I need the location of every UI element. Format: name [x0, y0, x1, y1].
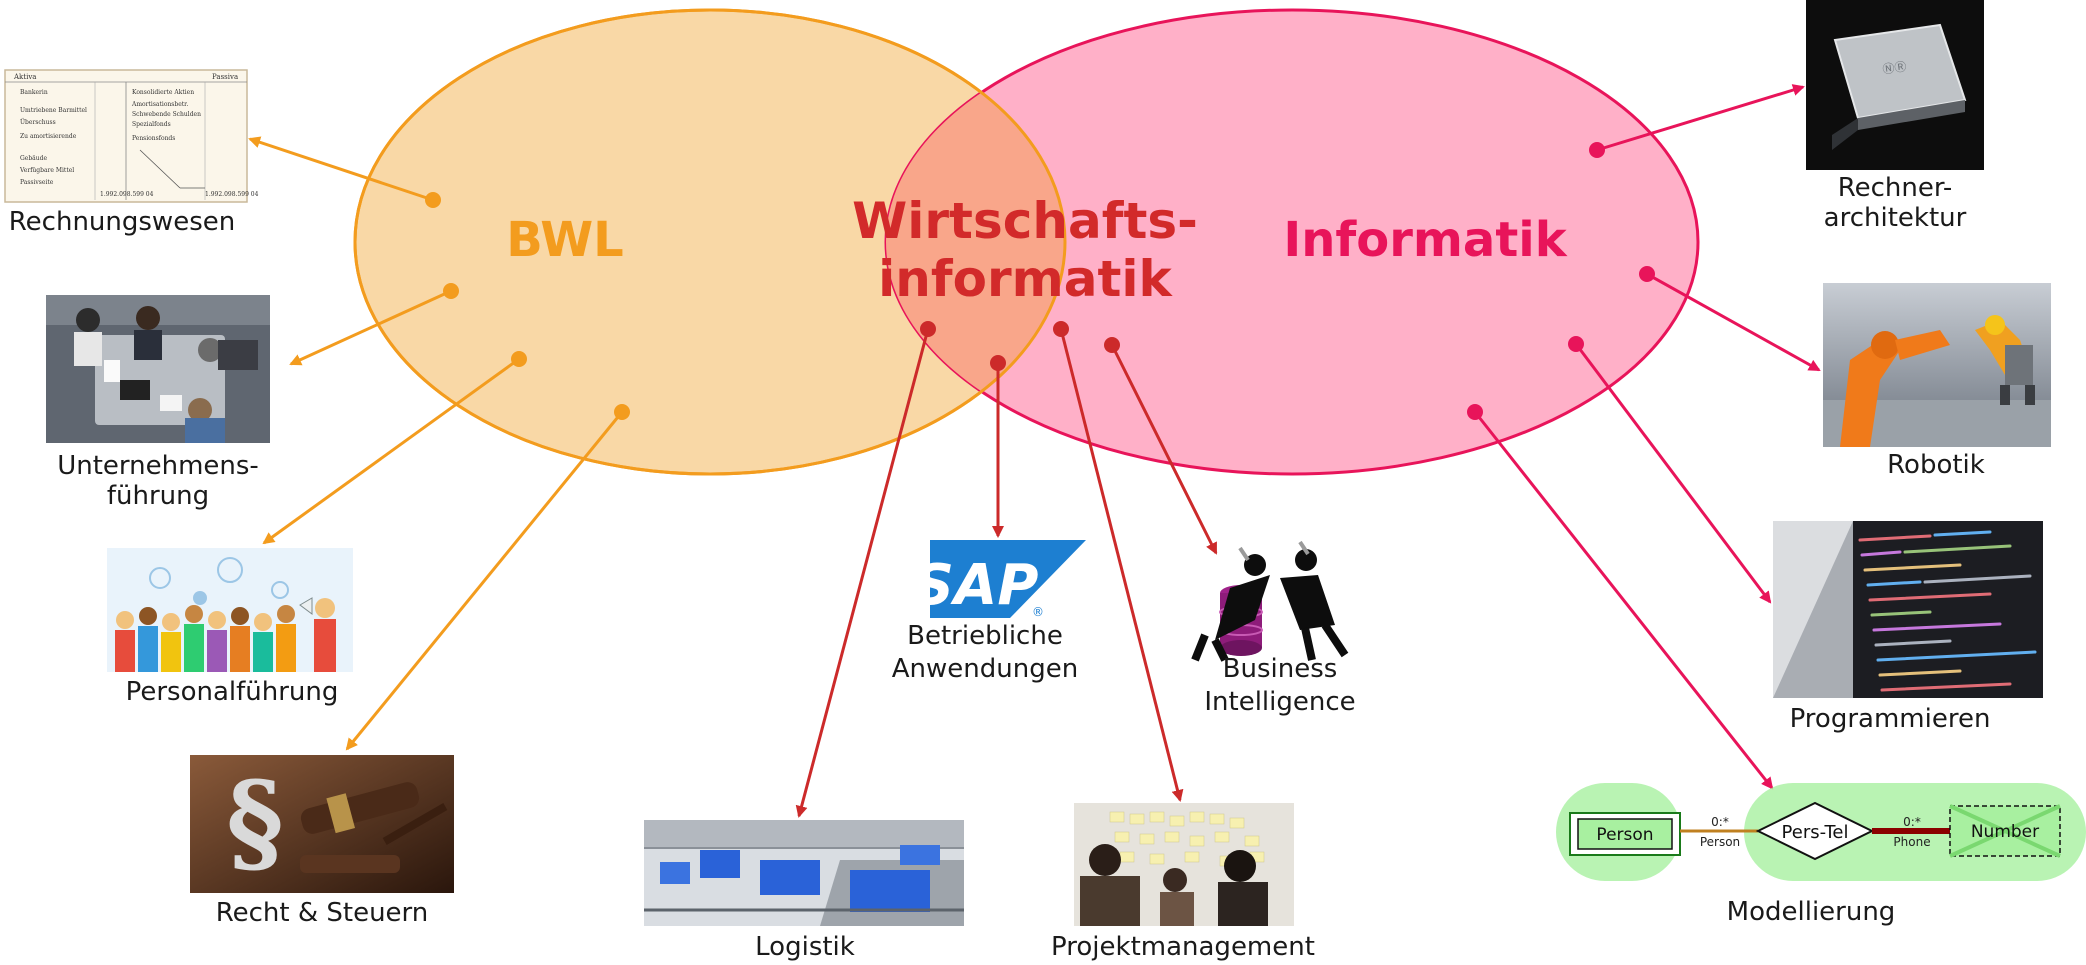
svg-text:1.992.098.599 04: 1.992.098.599 04 [100, 191, 154, 198]
betriebliche-anwendungen-label-2: Anwendungen [892, 654, 1078, 684]
svg-text:Überschuss: Überschuss [20, 119, 56, 126]
sap-logo: SAP ® [914, 540, 1086, 619]
svg-text:Zu amortisierende: Zu amortisierende [20, 133, 77, 140]
svg-text:SAP: SAP [914, 553, 1039, 618]
svg-text:Spezialfonds: Spezialfonds [132, 121, 171, 128]
bwl-title: BWL [506, 212, 624, 268]
svg-text:0:*: 0:* [1711, 815, 1729, 829]
svg-text:Konsolidierte Aktien: Konsolidierte Aktien [132, 89, 194, 96]
wi-title-line1: Wirtschafts- [852, 192, 1198, 250]
svg-text:ⓃⓇ: ⓃⓇ [1882, 59, 1908, 76]
unternehmensfuehrung-label-2: führung [107, 481, 209, 511]
rechnungswesen-label: Rechnungswesen [9, 207, 235, 237]
svg-text:Umtriebene Barmittel: Umtriebene Barmittel [20, 107, 87, 114]
betriebliche-anwendungen-label-1: Betriebliche [907, 621, 1063, 651]
recht-steuern-label: Recht & Steuern [216, 898, 429, 928]
logistik-image [644, 820, 964, 926]
svg-text:Gebäude: Gebäude [20, 155, 47, 162]
business-intelligence-label-2: Intelligence [1204, 687, 1355, 717]
robotik-label: Robotik [1887, 450, 1985, 480]
projektmanagement-label: Projektmanagement [1051, 932, 1315, 962]
wi-arrows [795, 321, 1218, 818]
programmieren-image [1773, 521, 2043, 698]
svg-text:Passivseite: Passivseite [20, 179, 54, 186]
personalfuehrung-image [107, 548, 353, 672]
modellierung-image: Person 0:* Person Pers-Tel 0:* Phone Num… [1556, 783, 2086, 881]
svg-text:Phone: Phone [1893, 835, 1930, 849]
svg-text:Schwebende Schulden: Schwebende Schulden [132, 111, 201, 118]
business-intelligence-label-1: Business [1223, 654, 1338, 684]
svg-text:1.992.098.599 04: 1.992.098.599 04 [205, 191, 259, 198]
er-relationship: Pers-Tel [1782, 822, 1849, 843]
er-person-entity: Person [1596, 825, 1653, 845]
recht-steuern-image: § [190, 755, 454, 893]
svg-text:Pensionsfonds: Pensionsfonds [132, 135, 175, 142]
robotik-image [1823, 283, 2051, 447]
projektmanagement-image [1074, 803, 1294, 926]
er-number-entity: Number [1971, 822, 2039, 842]
svg-text:0:*: 0:* [1903, 815, 1921, 829]
unternehmensfuehrung-label-1: Unternehmens- [57, 451, 259, 481]
modellierung-label: Modellierung [1727, 897, 1896, 927]
rechnerarchitektur-label-2: architektur [1824, 203, 1967, 233]
svg-text:Verfügbare Mittel: Verfügbare Mittel [19, 167, 74, 174]
svg-text:®: ® [1032, 605, 1044, 619]
svg-text:Passiva: Passiva [212, 73, 238, 81]
business-intelligence-icon [1191, 540, 1349, 662]
informatik-title: Informatik [1283, 212, 1567, 268]
svg-text:§: § [226, 757, 284, 886]
svg-text:Aktiva: Aktiva [13, 73, 36, 81]
informatik-arrows [1467, 84, 1821, 790]
rechnerarchitektur-image: ⓃⓇ [1806, 0, 1984, 170]
logistik-label: Logistik [755, 932, 855, 962]
svg-text:Amortisationsbetr.: Amortisationsbetr. [131, 101, 188, 108]
rechnungswesen-image: Aktiva Passiva Bankerin Umtriebene Barmi… [4, 69, 259, 203]
bwl-arrows [248, 136, 630, 751]
rechnerarchitektur-label-1: Rechner- [1838, 173, 1953, 203]
svg-text:Bankerin: Bankerin [20, 89, 48, 96]
svg-text:Person: Person [1700, 835, 1740, 849]
programmieren-label: Programmieren [1790, 704, 1991, 734]
personalfuehrung-label: Personalführung [126, 677, 339, 707]
unternehmensfuehrung-image [46, 295, 270, 443]
bwl-ellipse-outline [353, 8, 1067, 476]
wi-title-line2: informatik [878, 250, 1173, 308]
